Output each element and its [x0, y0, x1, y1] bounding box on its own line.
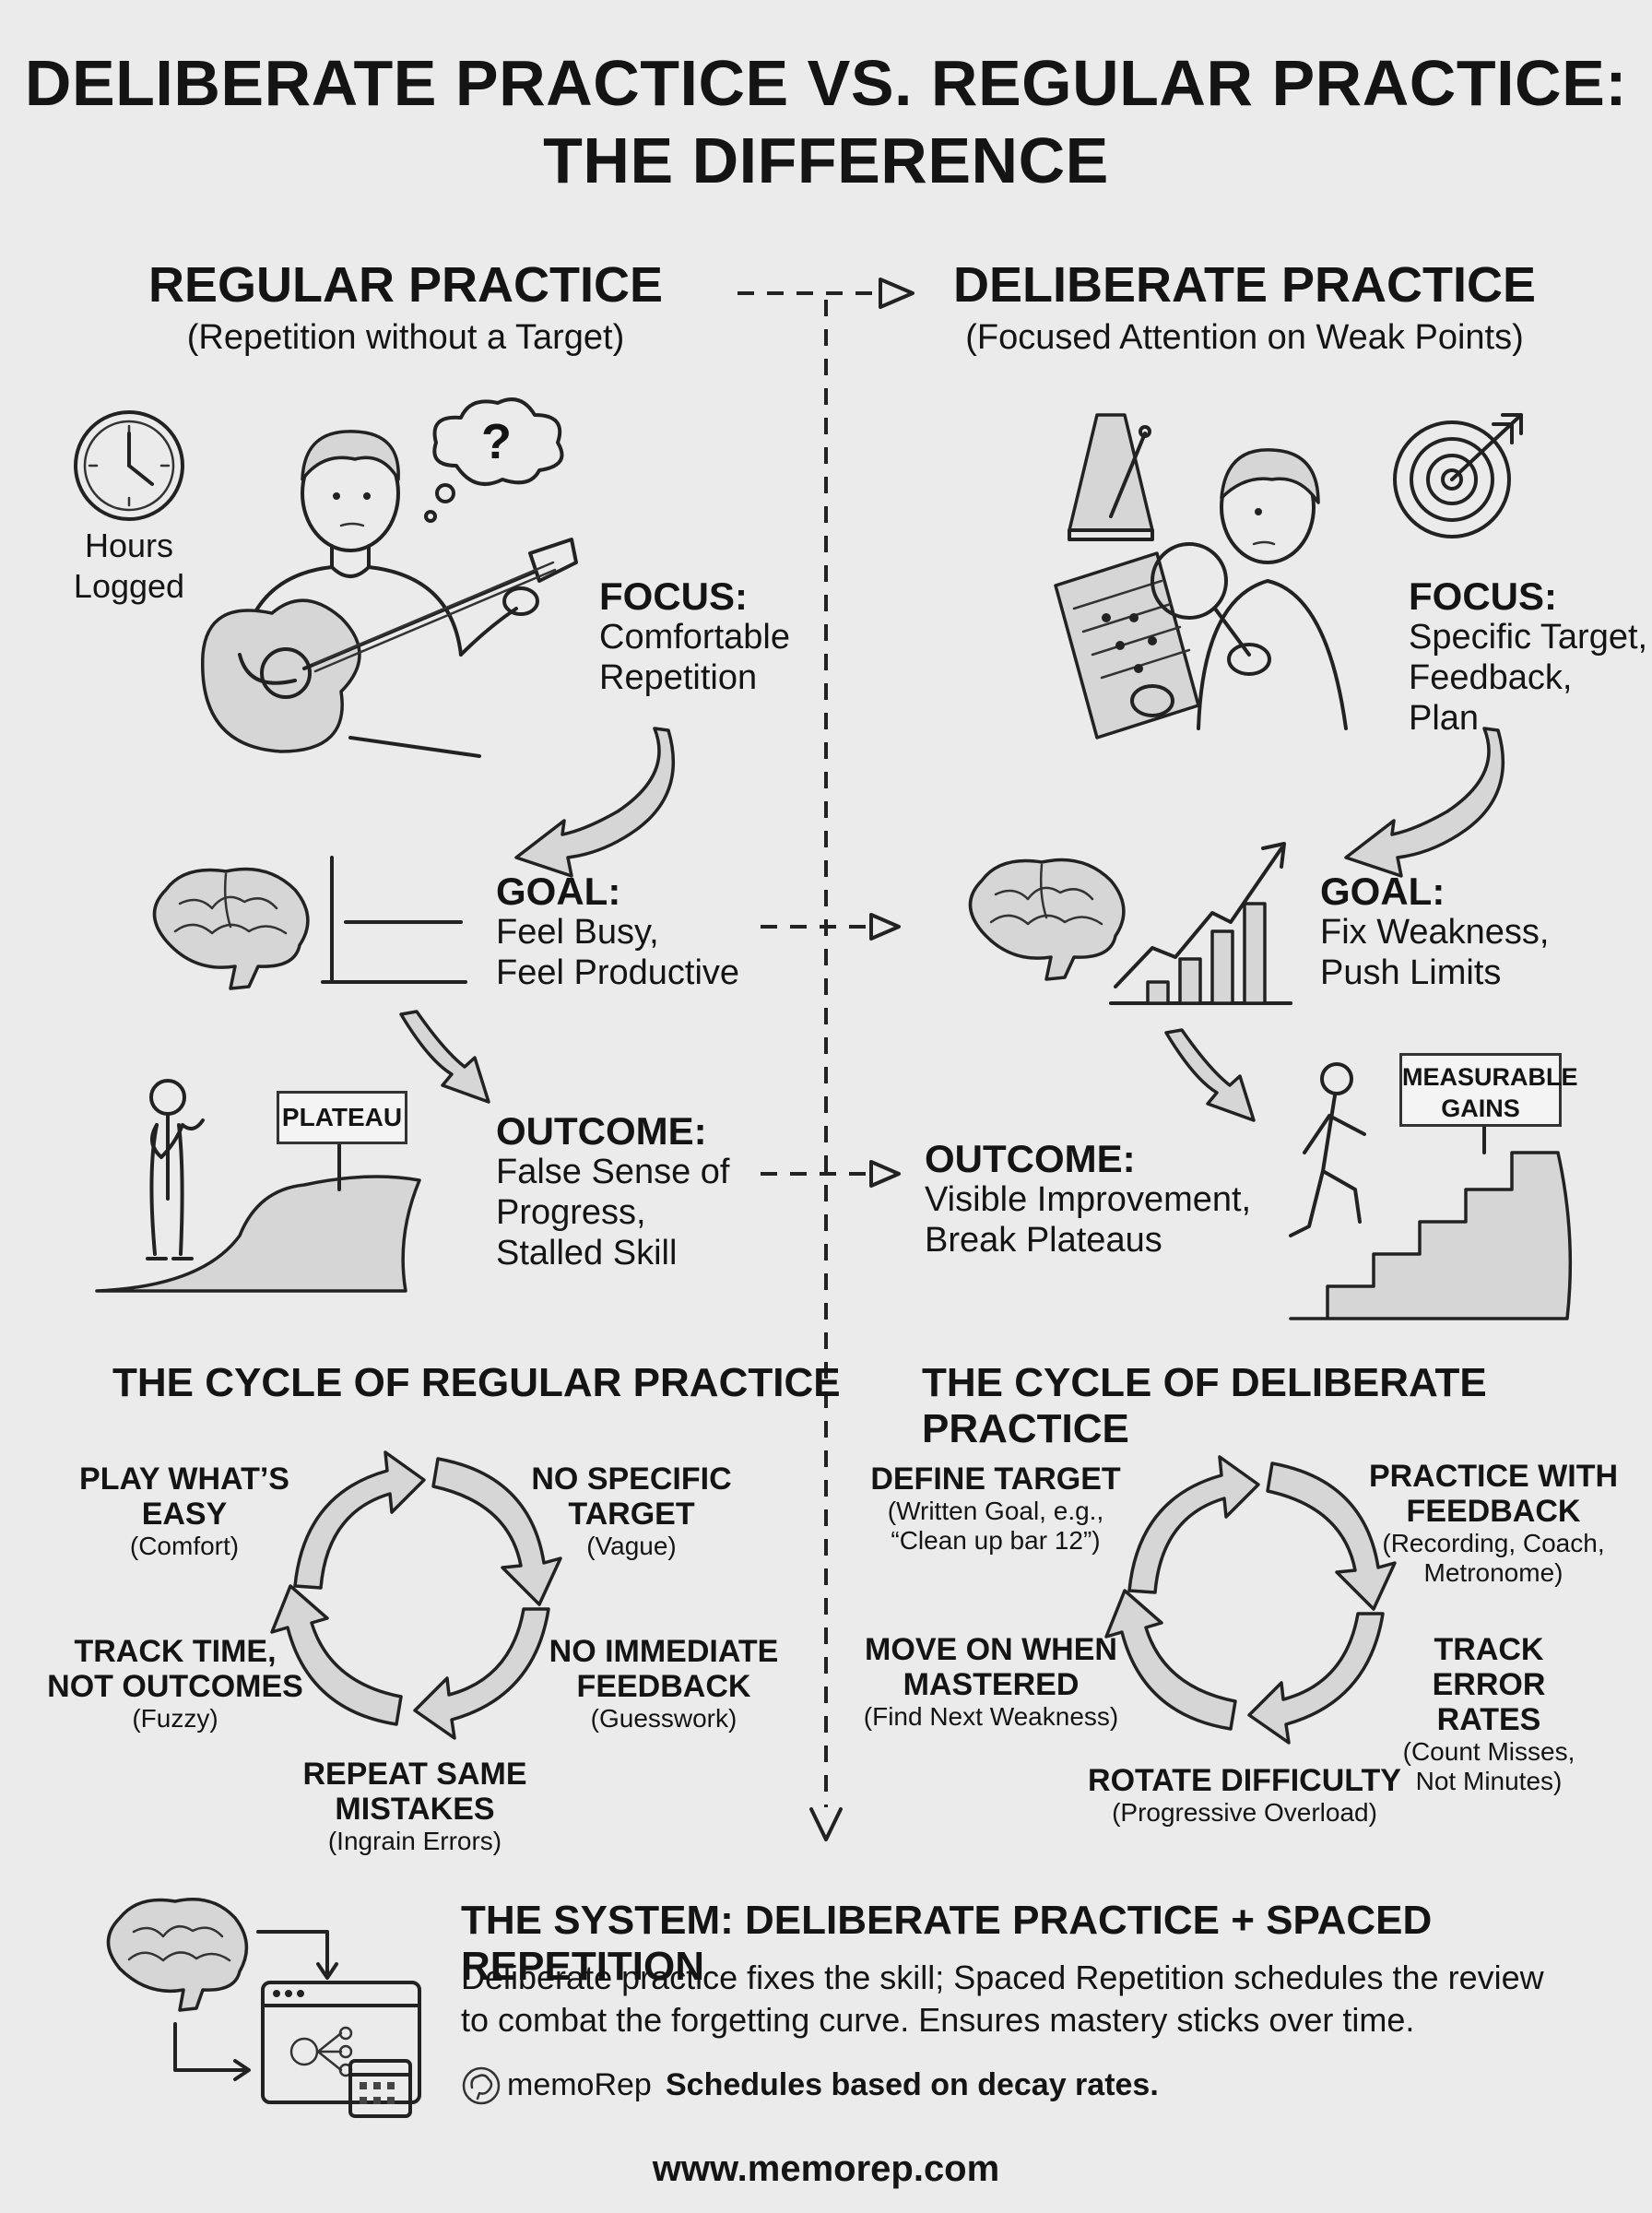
regular-outcome-label: OUTCOME: False Sense of Progress, Stalle…	[496, 1109, 730, 1273]
down-arrow-icon	[399, 1010, 490, 1104]
analyst-illustration	[1054, 448, 1348, 740]
system-illustration	[106, 1898, 421, 2118]
target-icon	[1393, 413, 1523, 538]
system-description: Deliberate practice fixes the skill; Spa…	[461, 1959, 1544, 2039]
guitarist-illustration	[201, 430, 578, 758]
footer-url[interactable]: www.memorep.com	[652, 2148, 1000, 2189]
regular-focus-label: FOCUS: Comfortable Repetition	[599, 574, 790, 698]
memorep-logo-icon	[462, 2066, 501, 2105]
deliberate-focus-label: FOCUS: Specific Target, Feedback, Plan	[1409, 574, 1648, 739]
deliberate-cycle-step-feedback: PRACTICE WITH FEEDBACK (Recording, Coach…	[1368, 1459, 1619, 1587]
flat-chart-icon	[321, 856, 467, 984]
regular-practice-subtitle: (Repetition without a Target)	[186, 318, 625, 357]
page-title-line1: DELIBERATE PRACTICE VS. REGULAR PRACTICE…	[24, 47, 1628, 119]
deliberate-cycle-step-track-errors: TRACK ERROR RATES (Count Misses, Not Min…	[1402, 1632, 1575, 1795]
brain-icon	[152, 867, 310, 990]
regular-cycle-step-no-target: NO SPECIFIC TARGET (Vague)	[531, 1462, 732, 1560]
deliberate-cycle-step-rotate-difficulty: ROTATE DIFFICULTY (Progressive Overload)	[1088, 1763, 1401, 1827]
deliberate-practice-title: DELIBERATE PRACTICE	[952, 257, 1537, 313]
regular-cycle-step-track-time: TRACK TIME, NOT OUTCOMES (Fuzzy)	[47, 1634, 303, 1733]
question-mark-icon: ?	[481, 414, 512, 469]
system-title: THE SYSTEM: DELIBERATE PRACTICE + SPACED…	[461, 1898, 1433, 1989]
deliberate-cycle-step-move-on: MOVE ON WHEN MASTERED (Find Next Weaknes…	[863, 1632, 1119, 1731]
clock-icon	[74, 410, 184, 521]
plateau-illustration	[95, 1079, 421, 1293]
metronome-icon	[1068, 413, 1154, 541]
growth-chart-icon	[1109, 842, 1292, 1005]
curved-arrow-icon	[1344, 727, 1505, 878]
measurable-gains-sign: MEASURABLE GAINS	[1399, 1053, 1578, 1127]
brain-icon	[968, 858, 1126, 981]
deliberate-cycle-title: THE CYCLE OF DELIBERATE PRACTICE	[922, 1360, 1487, 1451]
page-title: DELIBERATE PRACTICE VS. REGULAR PRACTICE…	[0, 44, 1652, 199]
regular-cycle-arrows	[270, 1450, 562, 1740]
outcome-connector-arrow	[761, 1160, 901, 1188]
page-title-line2: THE DIFFERENCE	[543, 124, 1109, 196]
system-tagline: Schedules based on decay rates.	[666, 2067, 1159, 2102]
deliberate-practice-subtitle: (Focused Attention on Weak Points)	[965, 318, 1524, 357]
deliberate-cycle-step-define-target: DEFINE TARGET (Written Goal, e.g., “Clea…	[870, 1462, 1121, 1555]
regular-cycle-step-repeat-mistakes: REPEAT SAME MISTAKES (Ingrain Errors)	[302, 1757, 527, 1855]
deliberate-cycle-arrows	[1104, 1455, 1397, 1745]
deliberate-goal-label: GOAL: Fix Weakness, Push Limits	[1320, 870, 1550, 993]
memorep-brand: memoRep	[507, 2067, 652, 2102]
regular-cycle-title: THE CYCLE OF REGULAR PRACTICE	[112, 1360, 841, 1405]
regular-practice-title: REGULAR PRACTICE	[148, 257, 663, 313]
goal-connector-arrow	[761, 913, 901, 941]
curved-arrow-icon	[514, 727, 676, 878]
regular-goal-label: GOAL: Feel Busy, Feel Productive	[496, 870, 740, 993]
down-arrow-icon	[1164, 1028, 1256, 1122]
thought-bubble-icon	[424, 397, 564, 523]
regular-cycle-step-play-easy: PLAY WHAT’S EASY (Comfort)	[79, 1462, 289, 1560]
deliberate-outcome-label: OUTCOME: Visible Improvement, Break Plat…	[925, 1137, 1252, 1260]
regular-cycle-step-no-feedback: NO IMMEDIATE FEEDBACK (Guesswork)	[549, 1634, 779, 1733]
hours-logged-label: Hours Logged	[73, 527, 185, 605]
plateau-sign: PLATEAU	[277, 1091, 407, 1144]
